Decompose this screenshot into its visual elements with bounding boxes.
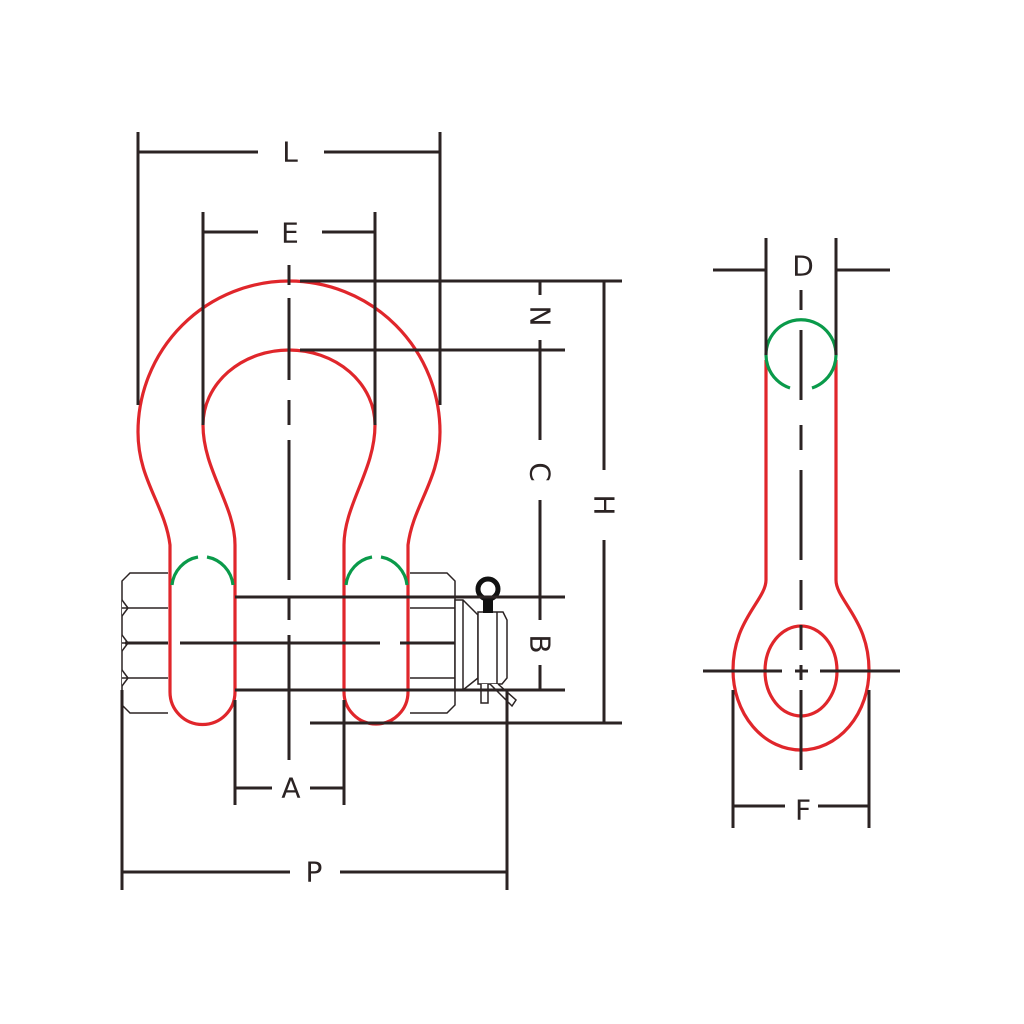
label-e: E [281,217,299,250]
label-f: F [795,794,811,827]
shackle-bow [136,279,442,727]
label-h: H [588,494,621,515]
pin-section-arc [764,318,838,390]
label-d: D [792,250,814,283]
label-l: L [282,136,298,169]
label-p: P [306,856,323,889]
label-a: A [281,772,300,805]
side-view [703,238,900,828]
front-view [121,279,517,727]
cotter-pin-ring-icon [475,576,501,613]
label-c: C [524,462,557,482]
label-b: B [524,634,557,653]
dimension-lines [120,132,622,890]
label-n: N [524,306,557,327]
section-arc-right [344,555,409,586]
section-arc-left [170,555,235,586]
